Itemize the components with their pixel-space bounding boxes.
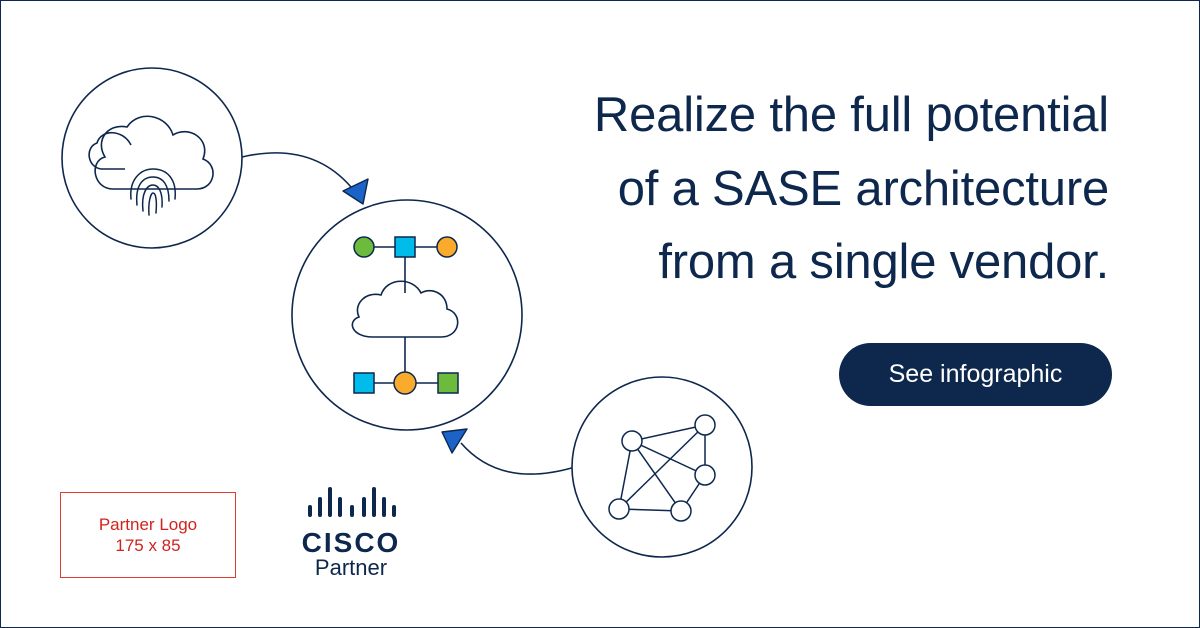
mesh-network-icon — [571, 376, 753, 558]
partner-logo-size: 175 x 85 — [115, 536, 181, 555]
cisco-wordmark: CISCO — [301, 527, 401, 558]
headline: Realize the full potential of a SASE arc… — [489, 79, 1109, 300]
partner-logo-label: Partner Logo — [98, 514, 198, 534]
cloud-network-hub-icon — [291, 199, 523, 431]
headline-line-2: of a SASE architecture — [617, 161, 1109, 216]
connector-curve-bottom — [460, 442, 576, 475]
arrow-triangle-icon — [342, 178, 369, 205]
headline-line-3: from a single vendor. — [658, 235, 1109, 289]
partner-logo-placeholder: Partner Logo 175 x 85 — [60, 492, 236, 578]
headline-line-1: Realize the full potential — [593, 88, 1109, 142]
connector-curve-top — [241, 152, 352, 188]
arrow-triangle-icon — [441, 428, 468, 454]
partner-tagline: Partner — [314, 555, 388, 580]
see-infographic-button[interactable]: See infographic — [839, 343, 1112, 406]
cisco-partner-logo: CISCO Partner — [291, 485, 411, 581]
cisco-bars-icon — [308, 487, 396, 517]
cloud-fingerprint-icon — [61, 67, 243, 249]
